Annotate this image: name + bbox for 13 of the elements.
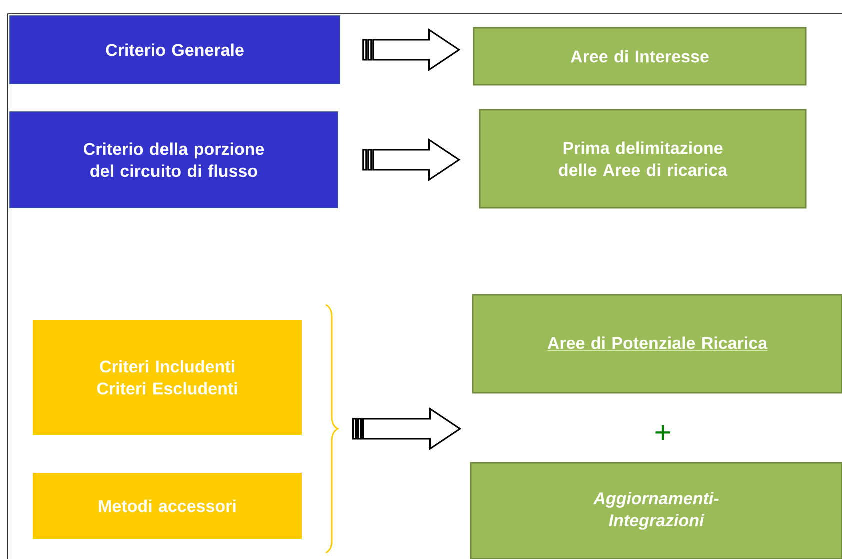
criterion-box: Criterio Generale: [10, 16, 340, 84]
result-box: Aggiornamenti-Integrazioni: [470, 462, 842, 559]
result-box: Aree di Potenziale Ricarica: [472, 294, 842, 394]
block-arrow: [362, 138, 461, 182]
criterion-box: Criterio della porzione del circuito di flusso: [10, 112, 338, 208]
result-box: Prima delimitazione delle Aree di ricarica: [479, 109, 807, 209]
result-box: Aree di Interesse: [473, 27, 807, 86]
plus-sign: +: [656, 425, 670, 440]
method-box: Metodi accessori: [33, 473, 302, 539]
block-arrow: [352, 408, 462, 450]
curly-brace: [326, 304, 339, 554]
criteria-box: Criteri Includenti Criteri Escludenti: [33, 320, 302, 435]
block-arrow: [362, 28, 461, 72]
